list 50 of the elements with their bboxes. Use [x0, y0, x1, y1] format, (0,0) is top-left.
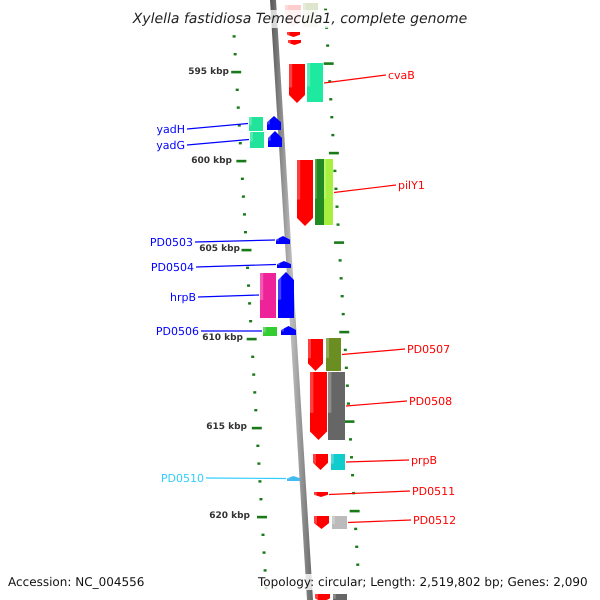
leader-line [206, 477, 286, 480]
gene-label: yadG [156, 138, 185, 152]
footer-text: Topology: circular; Length: 2,519,802 bp; Genes: 2,090 [258, 574, 588, 590]
gene-feature [308, 338, 341, 371]
leader-line [346, 400, 408, 407]
gene-label: cvaB [388, 68, 415, 82]
scale-label: 610 kbp [202, 332, 243, 344]
leader-line [334, 184, 396, 194]
gene-feature [263, 326, 296, 336]
gene-feature [260, 272, 294, 318]
scale-label: 620 kbp [209, 510, 250, 522]
leader-line [324, 74, 386, 84]
leader-line [196, 264, 276, 268]
gene-label: PD0508 [409, 394, 452, 408]
gene-feature [314, 516, 347, 529]
gene-feature [297, 159, 333, 226]
gene-label: pilY1 [398, 178, 425, 192]
gene-feature [287, 476, 300, 481]
gene-feature [310, 372, 345, 440]
leader-line [194, 239, 276, 243]
gene-label: PD0511 [412, 484, 456, 498]
gene-label: PD0507 [407, 342, 450, 356]
gene-label: yadH [156, 122, 185, 136]
gene-label: PD0506 [156, 324, 199, 338]
leader-line [348, 519, 412, 524]
gene-feature [313, 454, 345, 470]
scale-label: 600 kbp [191, 156, 232, 166]
gene-feature [249, 116, 281, 131]
gene-label: PD0503 [150, 236, 193, 248]
scale-label: 605 kbp [199, 244, 240, 254]
leader-line [198, 294, 260, 298]
leader-line [186, 122, 248, 130]
scale-label: 595 kbp [188, 66, 229, 78]
footer-text: Accession: NC_004556 [8, 574, 144, 590]
gene-label: PD0510 [160, 472, 204, 484]
leader-line [328, 490, 410, 496]
leader-line [346, 459, 410, 463]
gene-label: prpB [411, 454, 438, 466]
gene-feature [276, 236, 290, 244]
leader-line [342, 348, 406, 356]
leader-line [201, 330, 262, 332]
leader-line [186, 138, 250, 146]
gene-feature [277, 261, 291, 268]
gene-label: PD0504 [150, 260, 194, 274]
gene-feature [250, 131, 282, 148]
gene-label: hrpB [170, 290, 196, 304]
gene-feature [314, 492, 328, 497]
gene-label: PD0512 [413, 514, 456, 526]
scale-label: 615 kbp [206, 422, 247, 432]
gene-feature [289, 63, 323, 103]
